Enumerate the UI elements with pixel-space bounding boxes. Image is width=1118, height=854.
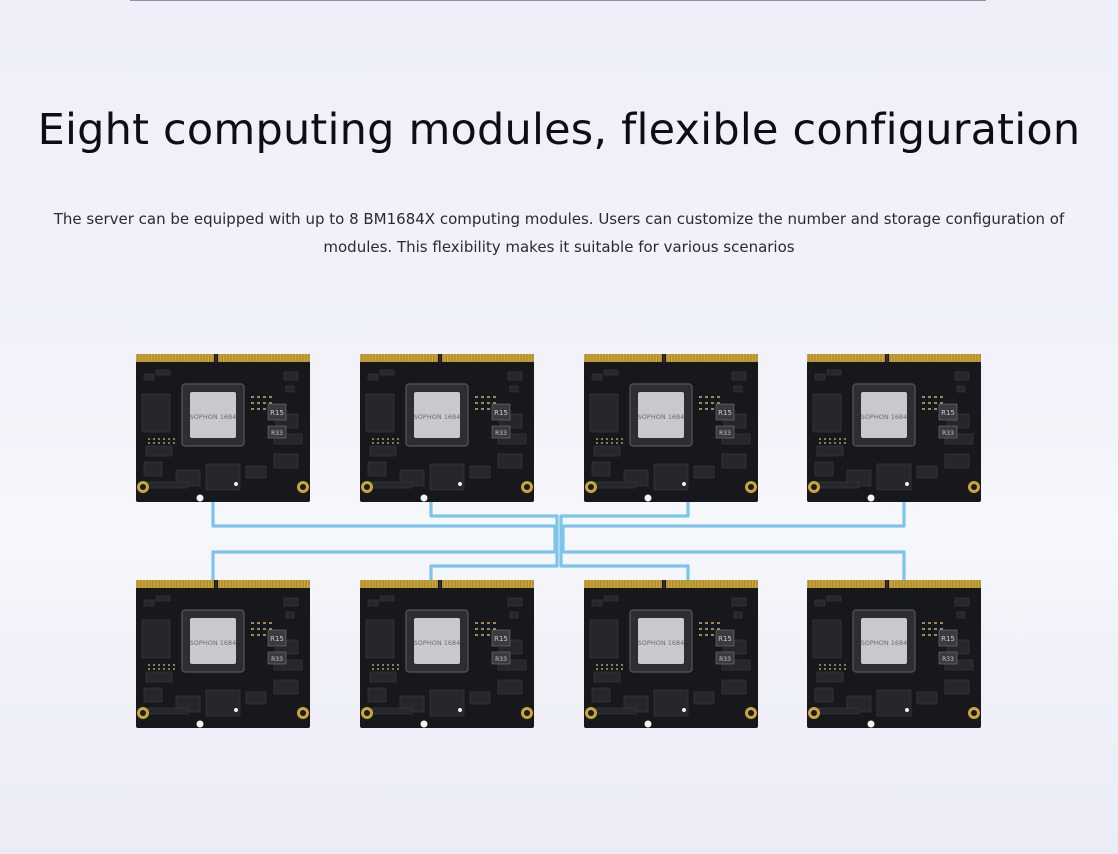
connector-point: [867, 494, 875, 502]
link-line: [561, 540, 906, 580]
component-label-r33: R33: [271, 656, 283, 663]
connector-point: [196, 494, 204, 502]
chip-label: SOPHON 1684: [190, 639, 237, 647]
component-label-r15: R15: [718, 635, 732, 643]
gold-connector: [807, 354, 885, 362]
component-label-r33: R33: [495, 656, 507, 663]
component-label-r33: R33: [942, 430, 954, 437]
link-line: [429, 540, 559, 580]
chip-die: [190, 618, 236, 664]
chip-label: SOPHON 1684: [414, 639, 461, 647]
link-line: [559, 540, 690, 580]
gold-connector: [360, 354, 438, 362]
link-line: [559, 502, 690, 540]
chip-label: SOPHON 1684: [414, 413, 461, 421]
connector-point: [196, 720, 204, 728]
link-line: [211, 540, 557, 580]
connector-point: [420, 494, 428, 502]
component-label-r33: R33: [719, 430, 731, 437]
component-label-r33: R33: [495, 430, 507, 437]
chip-label: SOPHON 1684: [638, 413, 685, 421]
gold-connector: [584, 354, 662, 362]
component-label-r33: R33: [719, 656, 731, 663]
component-label-r15: R15: [270, 409, 284, 417]
gold-connector: [807, 580, 885, 588]
component-label-r15: R15: [941, 409, 955, 417]
chip-die: [638, 618, 684, 664]
interconnect-lines: [211, 502, 906, 580]
component-label-r15: R15: [941, 635, 955, 643]
component-label-r33: R33: [271, 430, 283, 437]
gold-connector: [360, 580, 438, 588]
component-label-r15: R15: [494, 409, 508, 417]
chip-die: [861, 618, 907, 664]
page-description: The server can be equipped with up to 8 …: [40, 205, 1078, 261]
connector-point: [867, 720, 875, 728]
component-label-r33: R33: [942, 656, 954, 663]
gold-connector: [136, 354, 214, 362]
chip-label: SOPHON 1684: [638, 639, 685, 647]
component-label-r15: R15: [270, 635, 284, 643]
chip-label: SOPHON 1684: [190, 413, 237, 421]
chip-die: [861, 392, 907, 438]
chip-die: [190, 392, 236, 438]
component-label-r15: R15: [718, 409, 732, 417]
connector-point: [644, 720, 652, 728]
top-divider: [130, 0, 986, 1]
gold-connector: [584, 580, 662, 588]
link-line: [561, 502, 906, 540]
chip-die: [414, 618, 460, 664]
chip-die: [638, 392, 684, 438]
gold-connector: [136, 580, 214, 588]
chip-label: SOPHON 1684: [861, 639, 908, 647]
page-title: Eight computing modules, flexible config…: [37, 105, 1081, 155]
description-line-1: The server can be equipped with up to 8 …: [53, 210, 1065, 228]
description-line-2: modules. This flexibility makes it suita…: [323, 238, 795, 256]
connector-point: [420, 720, 428, 728]
connector-point: [644, 494, 652, 502]
chip-label: SOPHON 1684: [861, 413, 908, 421]
link-line: [429, 502, 559, 540]
link-line: [211, 502, 557, 540]
chip-die: [414, 392, 460, 438]
component-label-r15: R15: [494, 635, 508, 643]
